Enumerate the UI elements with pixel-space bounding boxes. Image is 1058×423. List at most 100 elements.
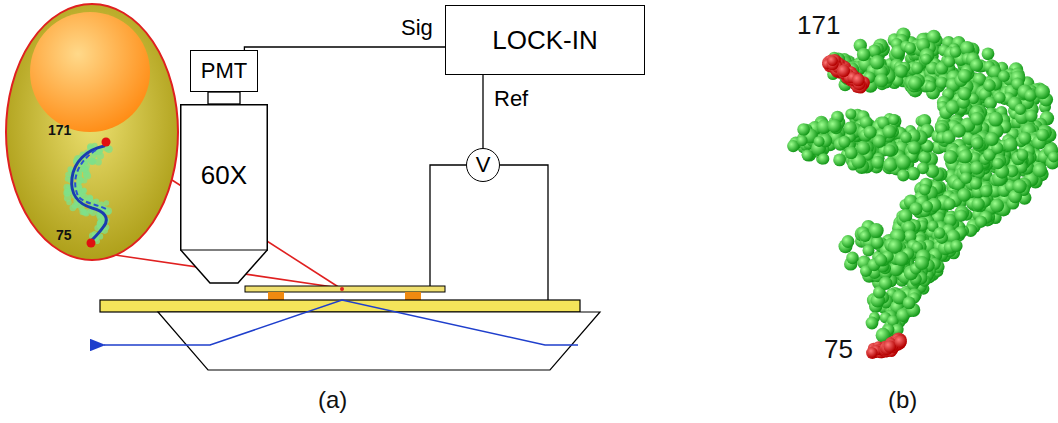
atom-sphere (884, 340, 897, 353)
objective-outline (180, 104, 268, 284)
atom-sphere (827, 56, 837, 66)
atom-sphere (957, 188, 971, 202)
detector-box: PMT (190, 50, 258, 92)
signal-wire (244, 47, 445, 50)
atom-sphere (894, 64, 908, 78)
instrument-box: LOCK-IN (445, 5, 645, 75)
atom-sphere (921, 54, 932, 65)
atom-sphere (797, 123, 810, 136)
voltmeter-circle: V (466, 148, 500, 182)
atom-sphere (845, 108, 856, 119)
signal-label: Ref (493, 88, 529, 110)
gold-film-slide (100, 300, 580, 312)
atom-sphere (883, 144, 895, 156)
atom-sphere (883, 125, 897, 139)
node-text: LOCK-IN (492, 27, 597, 53)
atom-sphere (97, 219, 103, 225)
atom-sphere (857, 141, 871, 155)
atom-sphere (871, 156, 884, 169)
atom-sphere (936, 76, 948, 88)
atom-sphere (911, 62, 923, 74)
gold-nanosphere (30, 12, 150, 132)
atom-sphere (919, 184, 931, 196)
atom-sphere (1036, 128, 1049, 141)
residue-marker (102, 138, 111, 147)
atom-sphere (96, 152, 104, 160)
atom-sphere (842, 235, 855, 248)
atom-sphere (879, 277, 892, 290)
atom-sphere (971, 137, 983, 149)
atom-sphere (84, 172, 92, 180)
atom-sphere (95, 159, 102, 166)
atom-sphere (970, 59, 983, 72)
atom-sphere (994, 92, 1006, 104)
atom-sphere (985, 132, 999, 146)
atom-sphere (972, 138, 984, 150)
atom-sphere (875, 254, 888, 267)
atom-sphere (980, 185, 993, 198)
atom-sphere (918, 151, 931, 164)
protein-helix (75, 150, 108, 210)
objective-adapter (208, 92, 240, 104)
space-filling-protein (787, 27, 1058, 359)
atom-sphere (998, 70, 1010, 82)
atom-sphere (988, 112, 1003, 127)
panel-label: (b) (888, 388, 917, 412)
atom-sphere (897, 169, 909, 181)
atom-sphere (1035, 84, 1050, 99)
atom-sphere (952, 124, 966, 138)
atom-sphere (846, 252, 859, 265)
atom-sphere (958, 69, 972, 83)
atom-sphere (1013, 179, 1027, 193)
spacer (405, 292, 421, 300)
atom-sphere (1048, 151, 1058, 162)
spacer (268, 292, 284, 300)
atom-sphere (82, 167, 88, 173)
atom-sphere (896, 155, 911, 170)
residue-number: 75 (824, 336, 853, 362)
atom-sphere (818, 153, 829, 164)
atom-sphere (837, 65, 850, 78)
atom-sphere (992, 158, 1004, 170)
atom-sphere (1015, 104, 1026, 115)
atom-sphere (81, 210, 87, 216)
atom-sphere (1024, 89, 1036, 101)
atom-sphere (888, 114, 899, 125)
atom-sphere (70, 204, 77, 211)
residue-number: 75 (56, 228, 72, 242)
atom-sphere (79, 208, 86, 215)
atom-sphere (943, 56, 955, 68)
atom-sphere (958, 87, 971, 100)
atom-sphere (1003, 138, 1017, 152)
atom-sphere (875, 74, 889, 88)
atom-sphere (866, 317, 879, 330)
atom-sphere (81, 187, 86, 192)
atom-sphere (903, 297, 916, 310)
atom-sphere (105, 146, 112, 153)
atom-sphere (925, 81, 936, 92)
atom-sphere (1033, 163, 1048, 178)
node-text: PMT (201, 60, 247, 82)
signal-wire (482, 75, 483, 148)
atom-sphere (98, 220, 104, 226)
atom-sphere (972, 198, 985, 211)
objective-rim (180, 249, 268, 250)
atom-sphere (959, 149, 973, 163)
atom-sphere (950, 240, 962, 252)
atom-sphere (983, 79, 996, 92)
atom-sphere (904, 42, 916, 54)
atom-sphere (1017, 149, 1029, 161)
electrode-wire (500, 165, 548, 300)
atom-sphere (864, 126, 877, 139)
atom-sphere (1025, 109, 1038, 122)
atom-sphere (802, 150, 814, 162)
atom-sphere (888, 239, 903, 254)
atom-sphere (88, 158, 95, 165)
laser-beam (104, 300, 578, 345)
atom-sphere (845, 146, 858, 159)
atom-sphere (907, 141, 921, 155)
atom-sphere (857, 48, 870, 61)
electrode-wire (430, 165, 466, 287)
prism (158, 312, 600, 370)
atom-sphere (915, 256, 929, 270)
